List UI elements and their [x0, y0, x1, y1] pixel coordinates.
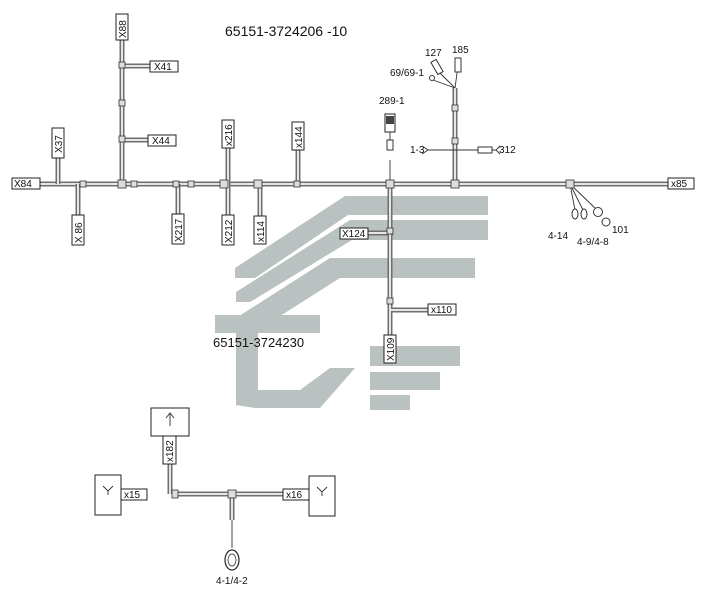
lower-box-top [150, 407, 190, 437]
main-part-number: 65151-3724206 -10 [225, 23, 347, 39]
connector-x44: X44 [147, 134, 177, 147]
connector-x37: X37 [51, 127, 65, 159]
connector-x216: x216 [221, 119, 235, 149]
connector-x182: x182 [162, 435, 177, 465]
connector-x217: X217 [171, 213, 185, 245]
component-185-label: 185 [452, 45, 469, 56]
connector-x16: x16 [282, 488, 310, 501]
connector-x110: x110 [427, 303, 457, 316]
connector-x110-label: x110 [431, 305, 452, 316]
component-group-right: 4-14 4-9/4-8 101 [548, 207, 629, 248]
connector-x216-label: x216 [224, 124, 235, 146]
connector-x124: X124 [339, 227, 369, 240]
component-4-9-label: 4-9/4-8 [577, 237, 609, 248]
connector-x212-label: X212 [224, 219, 235, 243]
connector-x41-label: X41 [154, 62, 172, 73]
connector-x109: X109 [383, 334, 397, 364]
connector-x41: X41 [149, 60, 179, 73]
component-group-top-right: 127 185 69/69-1 [390, 45, 469, 81]
component-4-14-label: 4-14 [548, 231, 568, 242]
connector-x114-label: x114 [256, 221, 267, 242]
component-1-3-label: 1-3 [410, 145, 425, 156]
component-101-label: 101 [612, 225, 629, 236]
connector-x144-label: x144 [294, 126, 305, 148]
connector-x212: X212 [221, 214, 235, 246]
connector-x182-label: x182 [165, 440, 176, 462]
component-289-1-label: 289-1 [379, 96, 405, 107]
component-1-3: 1-3 [410, 145, 429, 156]
connector-x84: X84 [11, 177, 41, 190]
component-289-1: 289-1 [379, 96, 405, 151]
connector-x85: x85 [667, 177, 695, 190]
connector-x88: X88 [115, 13, 129, 41]
connector-x44-label: X44 [152, 136, 170, 147]
connector-x16-label: x16 [286, 490, 303, 501]
connector-x144: x144 [291, 121, 305, 151]
lower-box-right [308, 475, 336, 517]
component-4-1: 4-1/4-2 [216, 549, 248, 587]
wire-harness [40, 40, 668, 520]
connector-x15-label: x15 [124, 490, 141, 501]
connector-x37-label: X37 [54, 135, 65, 153]
connector-x124-label: X124 [342, 229, 366, 240]
component-69-label: 69/69-1 [390, 68, 424, 79]
connector-x88-label: X88 [118, 20, 129, 38]
connector-x86-label: X 86 [74, 222, 85, 243]
lower-box-left [94, 474, 122, 516]
connector-x217-label: X217 [174, 218, 185, 242]
connector-x15: x15 [120, 488, 148, 501]
component-312: 312 [477, 145, 516, 156]
clamps [79, 61, 575, 499]
connector-x84-label: X84 [14, 179, 32, 190]
connector-x109-label: X109 [386, 337, 397, 361]
connector-x85-label: x85 [671, 179, 688, 190]
sub-part-number: 65151-3724230 [213, 335, 304, 350]
connector-x86: X 86 [71, 214, 85, 246]
component-312-label: 312 [499, 145, 516, 156]
connector-x114: x114 [253, 215, 267, 245]
component-4-1-label: 4-1/4-2 [216, 576, 248, 587]
component-127-label: 127 [425, 48, 442, 59]
